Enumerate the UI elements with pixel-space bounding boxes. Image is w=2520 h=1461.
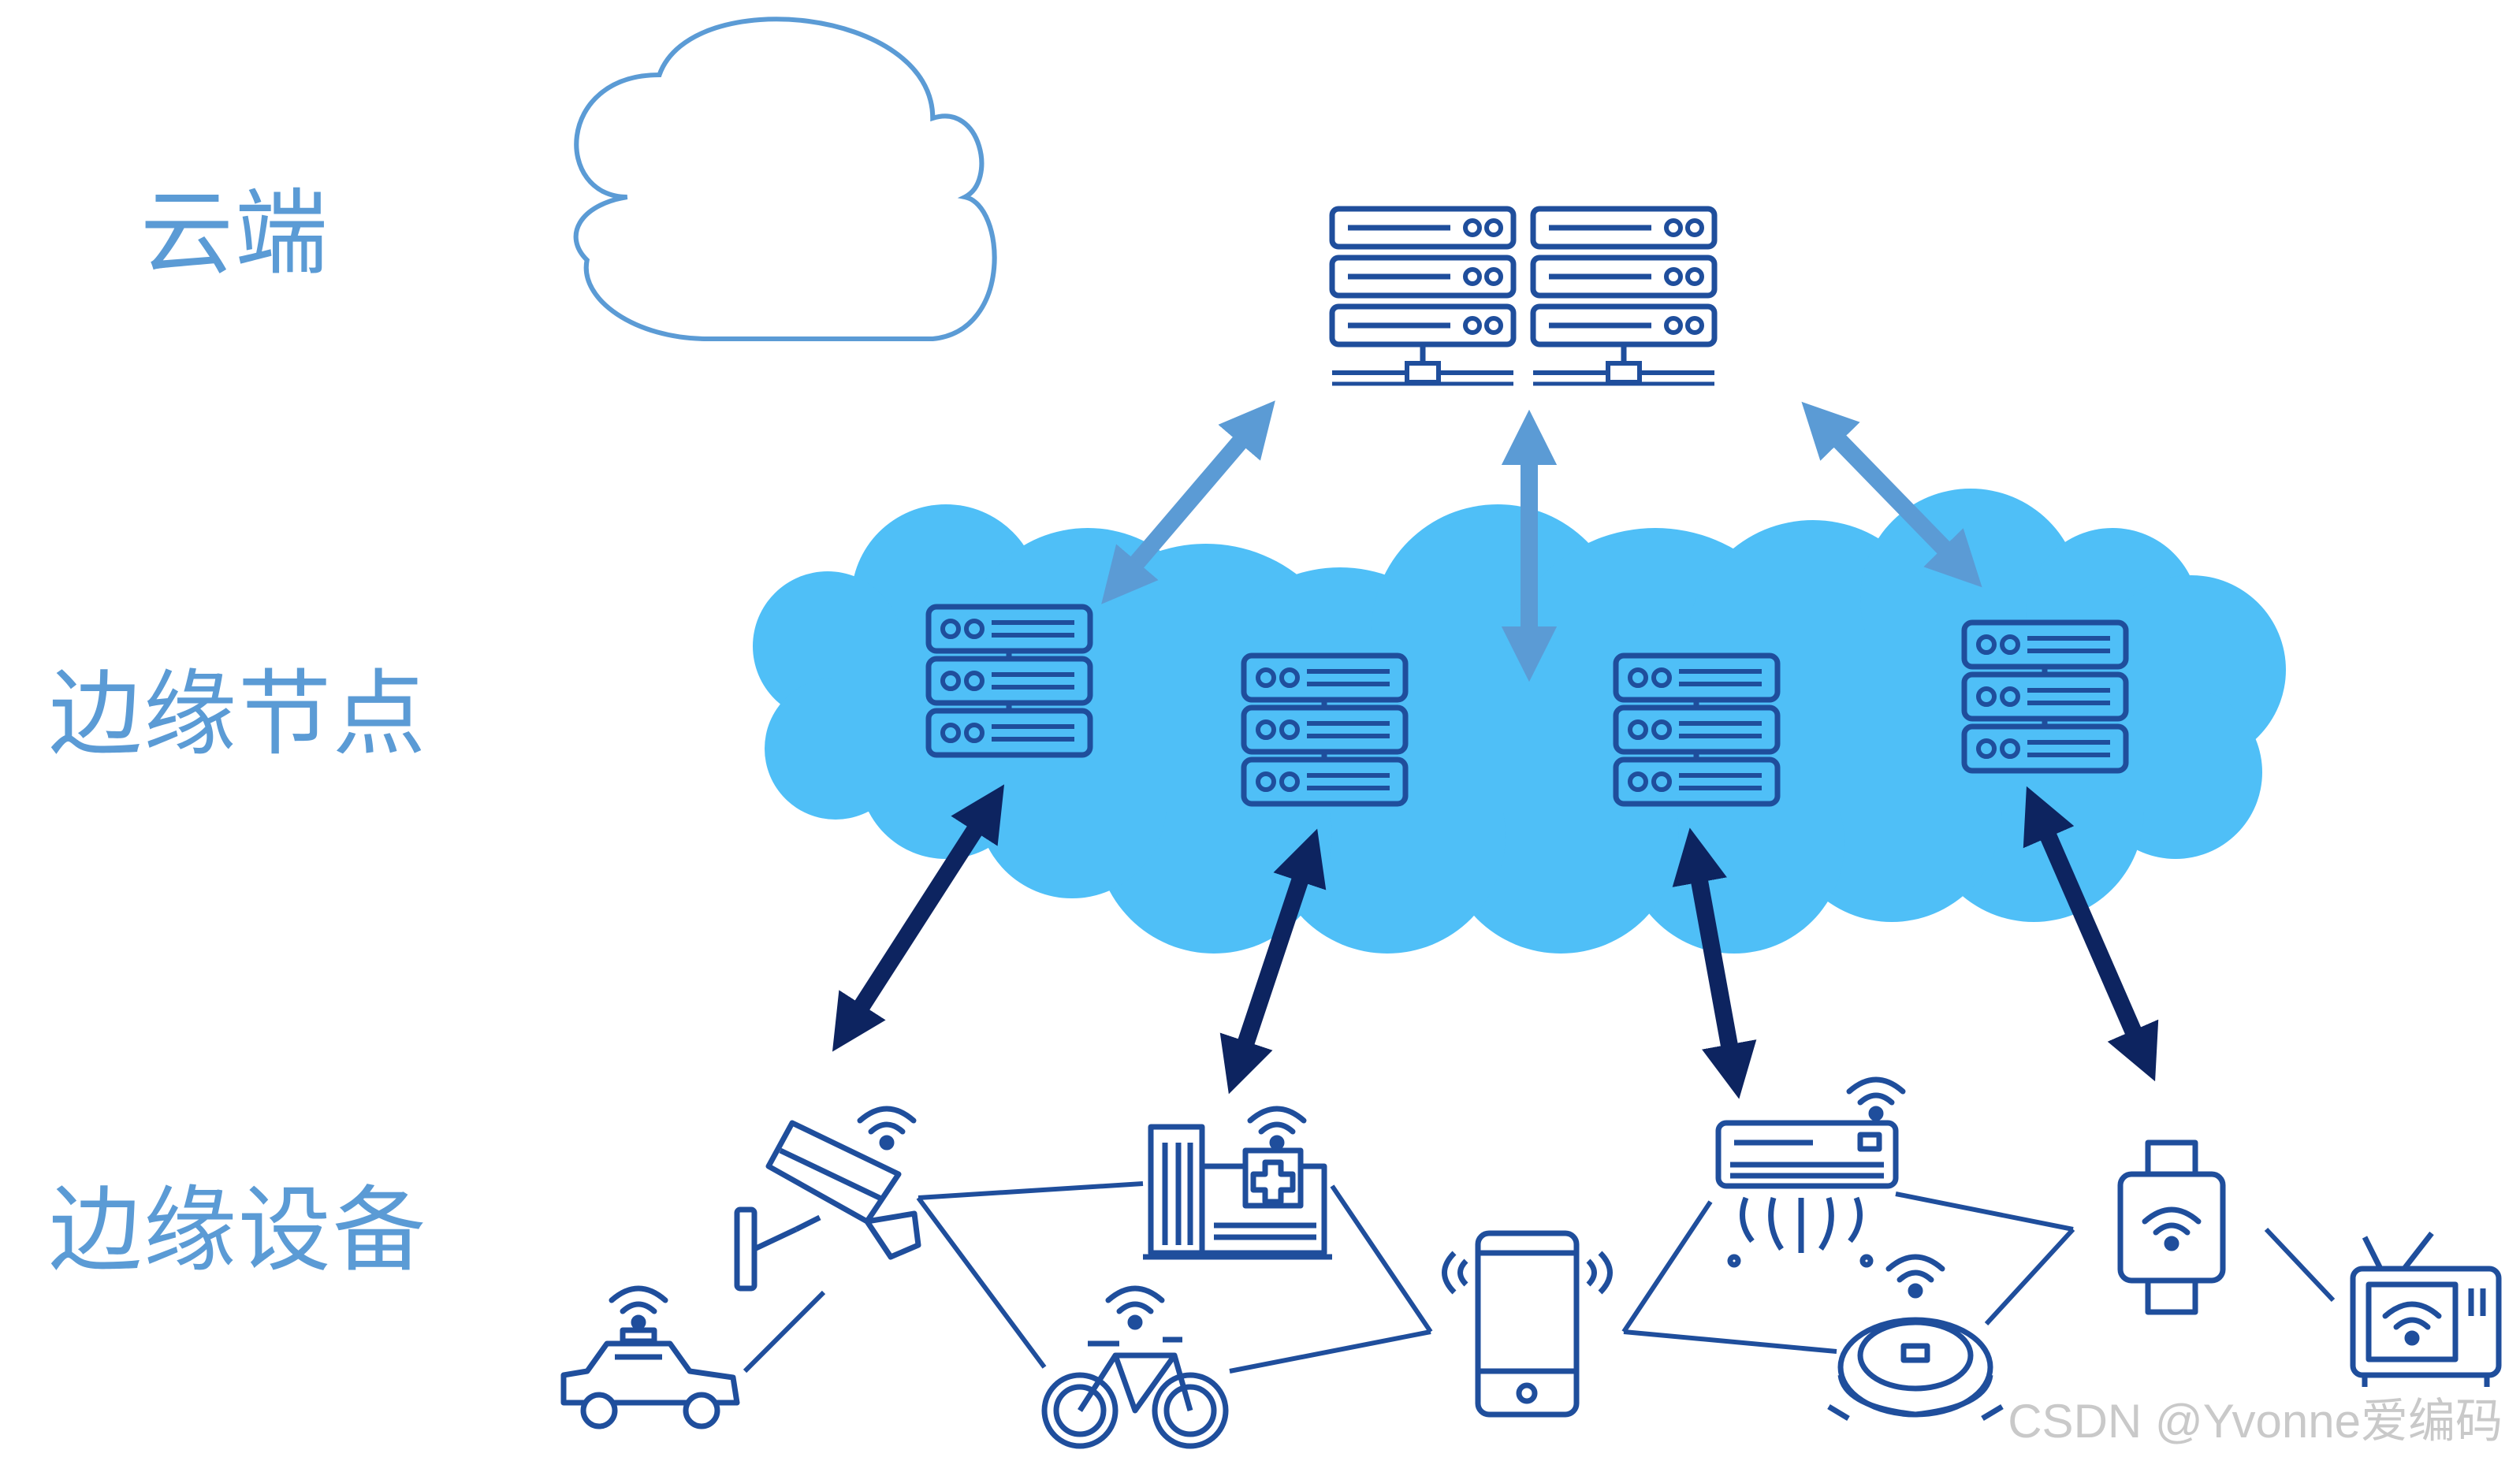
server-stack-icon — [1244, 656, 1405, 804]
edge-device-arrows — [832, 784, 2159, 1099]
server-rack-icon — [1332, 209, 1513, 384]
cloud-edge-arrows — [1101, 400, 1982, 682]
layer-label-edge-node: 边缘节点 — [49, 660, 428, 768]
smartwatch-icon — [2117, 1139, 2226, 1315]
server-stack-icon — [929, 607, 1090, 755]
server-stack-icon — [1616, 656, 1777, 804]
smartphone-icon — [1442, 1230, 1613, 1418]
robot-vacuum-icon — [1827, 1257, 2004, 1422]
device-links — [743, 1181, 2336, 1374]
server-stack-icon — [1964, 623, 2126, 771]
central-cloud — [573, 17, 997, 341]
edge-node-cloud — [753, 489, 2286, 954]
hospital-building-icon — [1143, 1109, 1332, 1260]
server-rack-icon — [1533, 209, 1714, 384]
television-icon — [2350, 1231, 2502, 1387]
air-conditioner-icon — [1715, 1080, 1903, 1268]
security-camera-icon — [734, 1109, 921, 1292]
watermark: CSDN @Yvonne爱编码 — [2008, 1395, 2503, 1448]
layer-label-edge-device: 边缘设备 — [49, 1176, 428, 1284]
taxi-icon — [560, 1288, 740, 1429]
layer-label-cloud: 云端 — [140, 179, 330, 288]
bicycle-icon — [1041, 1288, 1229, 1449]
